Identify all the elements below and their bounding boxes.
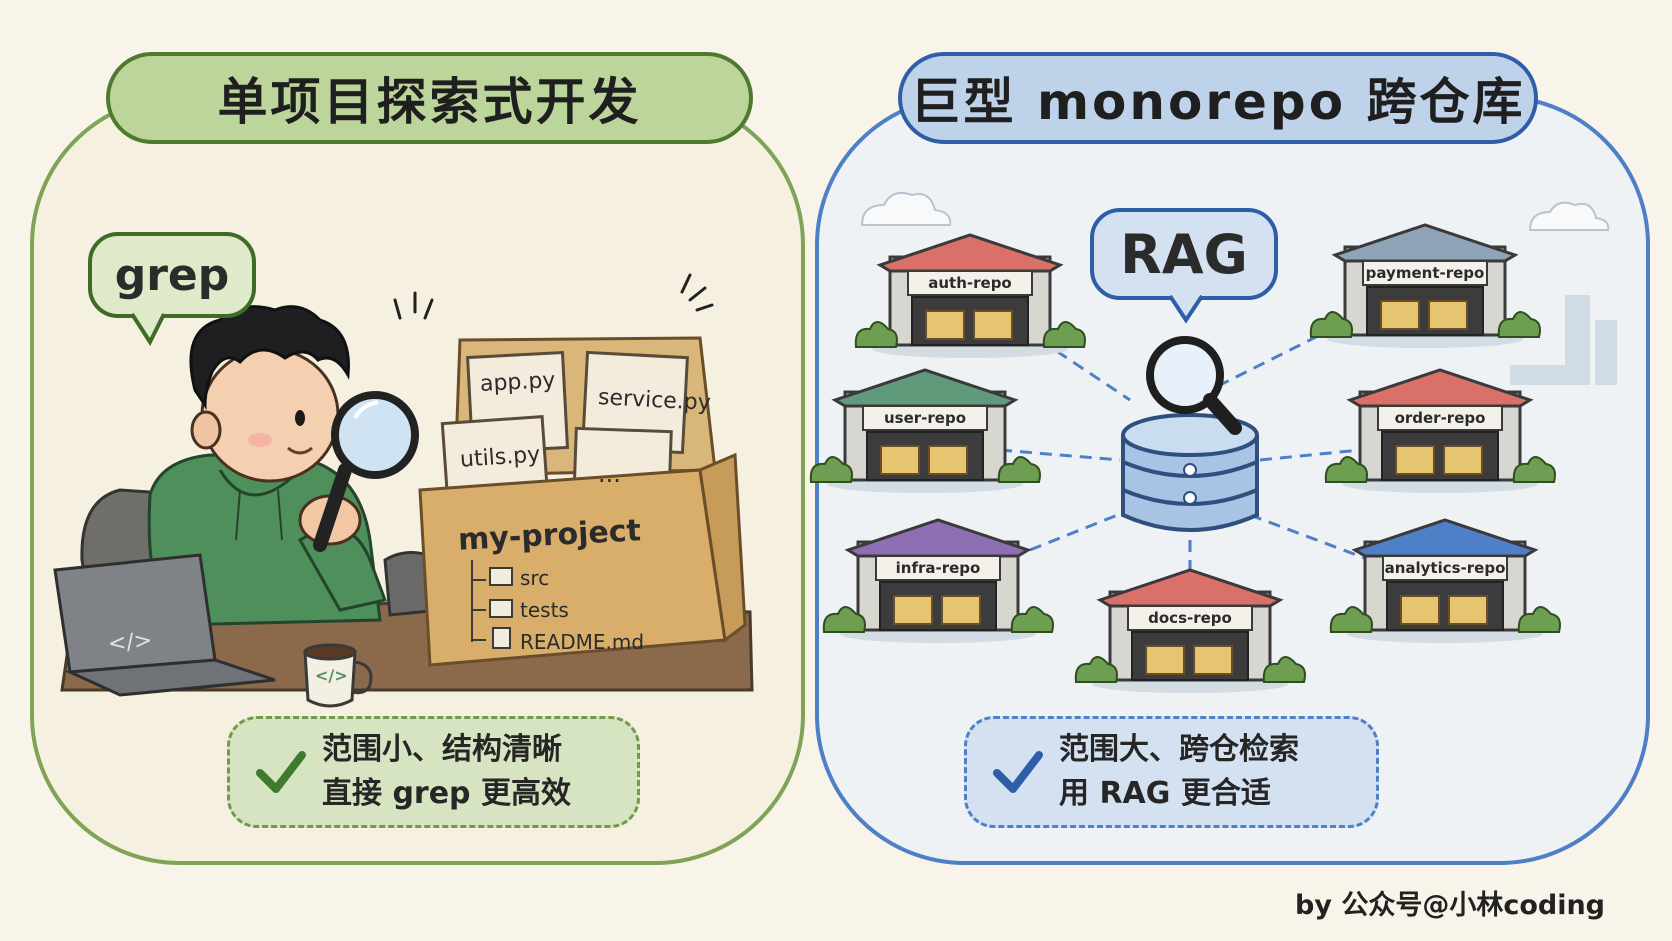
folder-icon — [941, 595, 981, 625]
right-note: 范围大、跨仓检索 用 RAG 更合适 — [964, 716, 1379, 828]
bush-icon — [1074, 656, 1118, 683]
rag-bubble: RAG — [1090, 208, 1278, 300]
folder-icon — [1428, 300, 1468, 330]
folder-icon — [489, 567, 513, 618]
folder-icon — [893, 595, 933, 625]
grep-bubble-tail — [130, 312, 166, 347]
folder-icon — [1380, 300, 1420, 330]
bush-icon — [997, 456, 1041, 483]
bush-icon — [1324, 456, 1368, 483]
repo-warehouse — [822, 518, 1054, 643]
repo-label: docs-repo — [1148, 609, 1232, 627]
bush-icon — [809, 456, 853, 483]
repo-label: payment-repo — [1365, 264, 1485, 282]
folder-icon — [880, 445, 920, 475]
repo-warehouse — [1329, 518, 1561, 643]
repo-label: order-repo — [1394, 409, 1486, 427]
left-note: 范围小、结构清晰 直接 grep 更高效 — [227, 716, 640, 828]
repo-label: user-repo — [883, 409, 967, 427]
tree-item: src — [520, 566, 550, 590]
folder-icon — [1395, 445, 1435, 475]
laptop-symbol: </> — [106, 628, 154, 657]
file-icon — [492, 627, 511, 649]
magnifier-icon — [1146, 336, 1242, 435]
folder-icon — [1448, 595, 1488, 625]
magnifier-icon — [313, 391, 419, 552]
file-box — [418, 336, 747, 667]
folder-icon — [1193, 645, 1233, 675]
bush-icon — [1517, 606, 1561, 633]
note-line: 范围大、跨仓检索 — [1059, 732, 1299, 767]
repo-label: infra-repo — [895, 559, 981, 577]
right-title: 巨型 monorepo 跨仓库 — [898, 52, 1538, 144]
left-title: 单项目探索式开发 — [106, 52, 753, 144]
folder-icon — [928, 445, 968, 475]
person-head — [200, 347, 340, 483]
laptop — [53, 553, 276, 697]
check-icon — [993, 751, 1043, 793]
bush-icon — [1262, 656, 1306, 683]
repo-warehouse — [1074, 568, 1306, 693]
folder-icon — [1443, 445, 1483, 475]
bush-icon — [1497, 311, 1541, 338]
repo-label: auth-repo — [928, 274, 1012, 292]
credit: by 公众号@小林coding — [1295, 890, 1606, 921]
note-line: 直接 grep 更高效 — [322, 776, 571, 811]
file-label: ... — [598, 460, 621, 488]
bush-icon — [1329, 606, 1373, 633]
bush-icon — [1512, 456, 1556, 483]
bush-icon — [1042, 321, 1086, 348]
folder-icon — [1400, 595, 1440, 625]
coffee-mug — [303, 643, 373, 708]
repo-warehouse — [1309, 223, 1541, 348]
file-label: app.py — [479, 368, 556, 397]
cloud-icon — [860, 192, 1610, 231]
check-icon — [256, 751, 306, 793]
repo-warehouse — [854, 233, 1086, 358]
rag-bubble-tail — [1168, 294, 1204, 324]
bush-icon — [1309, 311, 1353, 338]
tree-item: tests — [520, 598, 569, 622]
bush-icon — [1010, 606, 1054, 633]
repo-warehouse — [1324, 368, 1556, 493]
repo-label: analytics-repo — [1384, 559, 1506, 577]
folder-icon — [1145, 645, 1185, 675]
bush-icon — [854, 321, 898, 348]
note-line: 范围小、结构清晰 — [322, 732, 562, 767]
note-line: 用 RAG 更合适 — [1059, 776, 1271, 811]
folder-icon — [973, 310, 1013, 340]
grep-bubble: grep — [88, 232, 256, 318]
mug-symbol: </> — [315, 666, 348, 685]
tree-item: README.md — [520, 630, 645, 654]
repo-warehouse — [809, 368, 1041, 493]
folder-icon — [925, 310, 965, 340]
bush-icon — [822, 606, 866, 633]
